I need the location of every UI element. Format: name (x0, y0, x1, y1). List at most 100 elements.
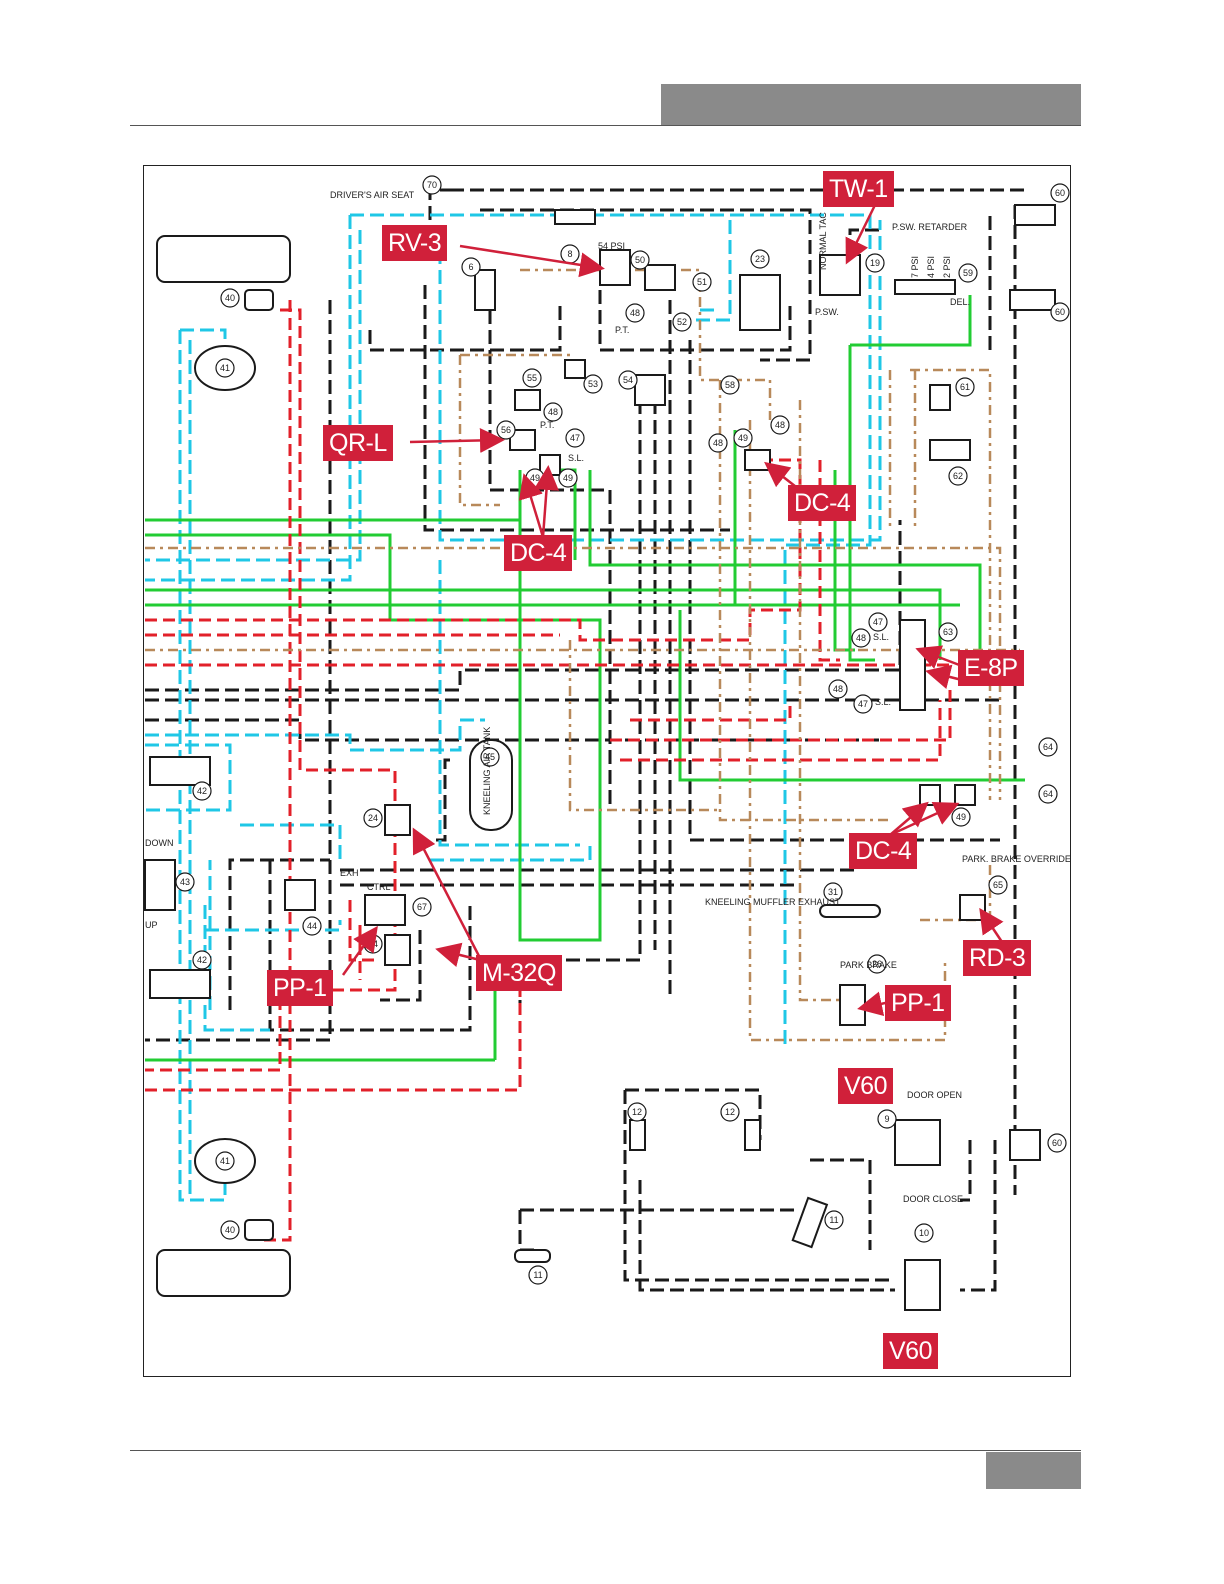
label-del: DEL. (950, 297, 970, 307)
part-number-label: 19 (870, 258, 880, 268)
part-number-label: 53 (588, 379, 598, 389)
part-number-label: 49 (956, 812, 966, 822)
label-pt-52: P.T. (615, 325, 629, 335)
label-kneeling-air-tank: KNEELING AIR TANK (482, 727, 492, 815)
part-number-label: 23 (755, 254, 765, 264)
part-number-label: 62 (953, 471, 963, 481)
footer-page-box (986, 1452, 1081, 1489)
part-number-label: 48 (775, 420, 785, 430)
header-bar (661, 84, 1081, 126)
label-2-psi: 2 PSI (942, 256, 952, 278)
tag-dc-4-top: DC-4 (788, 485, 857, 521)
label-park-brake-override: PARK. BRAKE OVERRIDE (962, 854, 1071, 864)
header-rule (130, 125, 1081, 126)
part-number-label: 41 (220, 363, 230, 373)
part-number-label: 47 (858, 699, 868, 709)
part-number-label: 31 (828, 887, 838, 897)
label-sl-top: S.L. (568, 453, 584, 463)
label-7-psi: 7 PSI (910, 256, 920, 278)
tag-dc-4-middle: DC-4 (504, 535, 573, 571)
part-number-label: 11 (829, 1215, 838, 1225)
label-door-close: DOOR CLOSE (903, 1194, 963, 1204)
part-number-label: 67 (417, 902, 427, 912)
label-psw-retarder: P.SW. RETARDER (892, 222, 968, 232)
diagram-frame (143, 165, 1071, 1377)
tag-pp-1-right: PP-1 (885, 985, 951, 1021)
part-number-label: 48 (548, 407, 558, 417)
part-number-label: 56 (501, 425, 511, 435)
part-number-label: 60 (1055, 307, 1065, 317)
green-lines (145, 295, 1025, 1062)
part-number-label: 49 (738, 433, 748, 443)
label-park-brake: PARK BRAKE (840, 960, 897, 970)
part-number-label: 24 (368, 813, 378, 823)
part-number-label: 40 (225, 1225, 235, 1235)
part-number-label: 48 (833, 684, 843, 694)
part-number-label: 63 (943, 627, 953, 637)
part-number-label: 10 (919, 1228, 929, 1238)
part-number-label: 9 (884, 1114, 889, 1124)
label-54-psi: 54 PSI (598, 241, 625, 251)
part-number-label: 8 (567, 249, 572, 259)
brown-lines (145, 268, 1020, 1042)
part-number-label: 65 (993, 880, 1003, 890)
label-down: DOWN (145, 838, 174, 848)
part-number-label: 24 (368, 939, 378, 949)
tag-qr-l: QR-L (323, 425, 393, 461)
footer-rule (130, 1450, 1081, 1451)
tag-e-8p: E-8P (958, 650, 1024, 686)
part-number-label: 52 (677, 317, 687, 327)
part-number-circles (175, 175, 1070, 1285)
part-number-label: 60 (1052, 1138, 1062, 1148)
part-number-label: 47 (570, 433, 580, 443)
part-number-label: 64 (1043, 742, 1053, 752)
part-number-label: 42 (197, 955, 207, 965)
part-number-label: 40 (225, 293, 235, 303)
part-number-label: 43 (180, 877, 190, 887)
part-number-label: 11 (533, 1270, 542, 1280)
part-number-label: 41 (220, 1156, 230, 1166)
tag-m-32q: M-32Q (476, 955, 562, 991)
label-kneeling-muffler-exhaust: KNEELING MUFFLER EXHAUST (705, 897, 841, 907)
part-number-label: 70 (427, 180, 437, 190)
part-number-label: 49 (530, 473, 540, 483)
tag-tw-1: TW-1 (823, 171, 894, 207)
part-number-label: 60 (1055, 188, 1065, 198)
part-number-label: 44 (307, 921, 317, 931)
tag-pp-1-left: PP-1 (267, 970, 333, 1006)
part-number-label: 58 (725, 380, 735, 390)
part-number-label: 26 (872, 959, 882, 969)
diagram-text: DRIVER'S AIR SEAT P.SW. RETARDER 54 PSI … (145, 190, 1071, 1204)
part-number-label: 48 (713, 438, 723, 448)
part-number-label: 12 (725, 1107, 735, 1117)
part-number-label: 64 (1043, 789, 1053, 799)
label-sl-e8p-2: S.L. (875, 697, 891, 707)
part-number-label: 45 (485, 752, 495, 762)
label-door-open: DOOR OPEN (907, 1090, 962, 1100)
label-psw: P.SW. (815, 307, 839, 317)
part-number-label: 61 (960, 382, 970, 392)
label-pt-top: P.T. (540, 420, 554, 430)
part-number-label: 48 (630, 308, 640, 318)
part-number-label: 55 (527, 373, 537, 383)
part-number-label: 49 (563, 473, 573, 483)
part-number-label: 48 (856, 633, 866, 643)
tag-rv-3: RV-3 (382, 225, 448, 261)
label-exh: EXH (340, 868, 359, 878)
tag-dc-4-bottom: DC-4 (849, 833, 918, 869)
part-number-label: 42 (197, 786, 207, 796)
part-number-label: 54 (623, 375, 633, 385)
part-number-label: 47 (873, 617, 883, 627)
red-lines (145, 300, 952, 1242)
part-number-label: 12 (632, 1107, 642, 1117)
tag-rd-3: RD-3 (963, 940, 1032, 976)
part-number-label: 59 (963, 268, 973, 278)
label-normal-tac: NORMAL TAC (818, 212, 828, 270)
label-4-psi: 4 PSI (926, 256, 936, 278)
tag-arrows (341, 204, 1004, 1017)
label-ctrl: CTRL (367, 882, 391, 892)
part-number-label: 51 (697, 277, 707, 287)
part-number-label: 50 (635, 255, 645, 265)
label-drivers-air-seat-1: DRIVER'S AIR SEAT (330, 190, 415, 200)
